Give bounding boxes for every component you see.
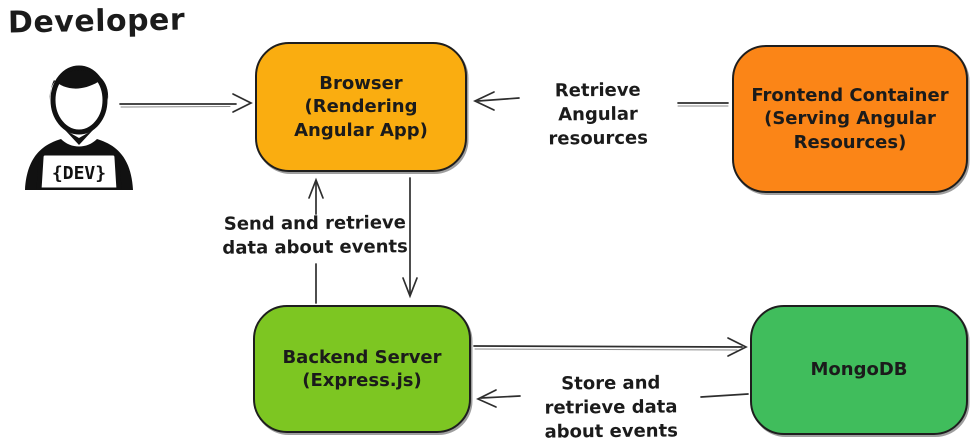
node-browser-label: Browser (Rendering Angular App) bbox=[294, 72, 428, 141]
developer-laptop bbox=[36, 150, 122, 190]
edge-label-retrieve-angular-resources: Retrieve Angular resources bbox=[548, 79, 649, 150]
edge-label-store-retrieve-events: Store and retrieve data about events bbox=[544, 372, 678, 443]
node-mongodb: MongoDB bbox=[750, 305, 968, 435]
node-backend-server: Backend Server (Express.js) bbox=[253, 305, 471, 433]
node-mongodb-label: MongoDB bbox=[810, 359, 908, 381]
edge-label-send-retrieve-events: Send and retrieve data about events bbox=[222, 212, 408, 259]
developer-badge: {DEV} bbox=[52, 163, 106, 184]
node-backend-label: Backend Server (Express.js) bbox=[282, 346, 442, 391]
node-frontend-container: Frontend Container (Serving Angular Reso… bbox=[732, 45, 968, 193]
developer-hair bbox=[49, 69, 109, 100]
diagram-title: Developer bbox=[7, 2, 186, 41]
arrow-backend-to-mongodb bbox=[473, 337, 748, 357]
node-frontend-label: Frontend Container (Serving Angular Reso… bbox=[751, 84, 949, 153]
node-browser: Browser (Rendering Angular App) bbox=[255, 42, 467, 172]
developer-neck bbox=[65, 130, 93, 145]
developer-icon: {DEV} bbox=[25, 65, 133, 190]
